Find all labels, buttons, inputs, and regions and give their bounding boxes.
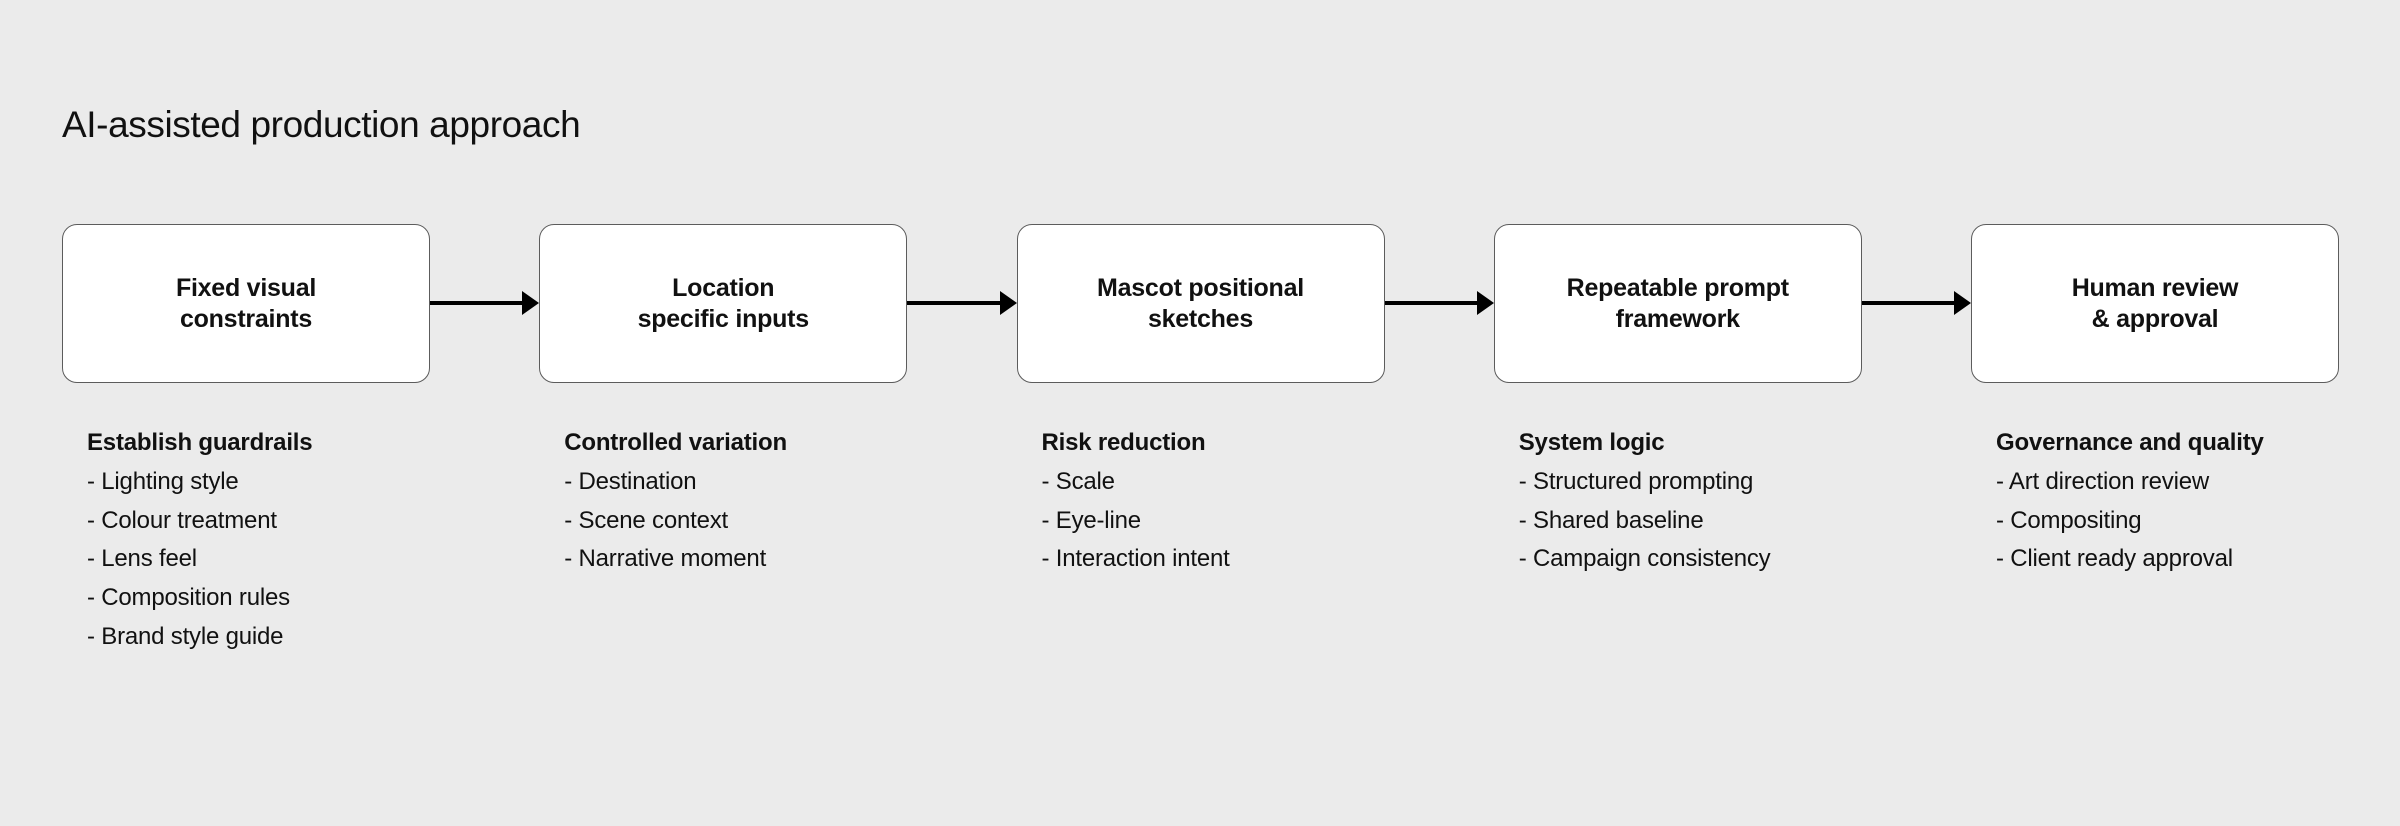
arrow-connector-1 [430,224,540,383]
details-list-5: - Art direction review - Compositing - C… [1996,468,2339,574]
details-list-3: - Scale - Eye-line - Interaction intent [1042,468,1385,574]
stage-box-label-4-line-1: Repeatable prompt [1566,273,1789,302]
details-heading-5: Governance and quality [1996,429,2264,456]
stage-details-3: Risk reduction - Scale - Eye-line - Inte… [1017,429,1385,574]
stage-box-label-5-line-2: & approval [2091,304,2219,333]
arrow-line-icon [1384,301,1480,305]
stage-box-2[interactable]: Location specific inputs [539,224,908,383]
flow-row: Fixed visual constraints Establish guard… [62,224,2339,662]
flow-stage-5: Human review & approval Governance and q… [1971,224,2339,584]
stage-box-label-2: Location specific inputs [637,273,810,335]
stage-details-5: Governance and quality - Art direction r… [1971,429,2339,574]
list-item: - Scene context [564,506,729,534]
details-list-4: - Structured prompting - Shared baseline… [1519,468,1862,574]
details-list-2: - Destination - Scene context - Narrativ… [564,468,907,574]
details-heading-1: Establish guardrails [87,429,313,456]
list-item: - Shared baseline [1518,506,1704,534]
stage-box-label-4-line-2: framework [1615,304,1740,333]
stage-box-label-3-line-1: Mascot positional [1097,273,1304,302]
arrow-connector-2 [907,224,1017,383]
arrow-line-icon [907,301,1003,305]
arrow-line-icon [1861,301,1957,305]
stage-box-label-5-line-1: Human review [2071,273,2239,302]
arrow-right-icon [1954,291,1971,315]
list-item: - Eye-line [1041,506,1142,534]
stage-box-label-3: Mascot positional sketches [1097,273,1304,335]
flow-stage-2: Location specific inputs Controlled vari… [539,224,908,584]
stage-box-1[interactable]: Fixed visual constraints [62,224,430,383]
arrow-right-icon [522,291,540,315]
stage-box-label-1-line-2: constraints [179,304,312,333]
list-item: - Compositing [1996,506,2142,534]
stage-box-label-1-line-1: Fixed visual [175,273,317,302]
details-heading-3: Risk reduction [1041,429,1206,456]
list-item: - Lens feel [87,545,197,573]
flow-stage-4: Repeatable prompt framework System logic… [1493,224,1862,584]
list-item: - Scale [1041,467,1115,495]
list-item: - Structured prompting [1518,467,1754,495]
stage-box-label-4: Repeatable prompt framework [1567,273,1789,335]
arrow-connector-4 [1861,224,1971,383]
stage-box-5[interactable]: Human review & approval [1971,224,2339,383]
stage-box-3[interactable]: Mascot positional sketches [1016,224,1385,383]
details-list-1: - Lighting style - Colour treatment - Le… [87,468,430,652]
flow-stage-3: Mascot positional sketches Risk reductio… [1016,224,1385,584]
list-item: - Interaction intent [1041,545,1230,573]
stage-details-4: System logic - Structured prompting - Sh… [1494,429,1862,574]
list-item: - Art direction review [1996,467,2210,495]
stage-details-2: Controlled variation - Destination - Sce… [539,429,907,574]
list-item: - Lighting style [87,467,239,495]
list-item: - Colour treatment [87,506,277,534]
arrow-connector-3 [1384,224,1494,383]
details-heading-4: System logic [1518,429,1665,456]
flow-stage-1: Fixed visual constraints Establish guard… [62,224,430,662]
stage-box-label-1: Fixed visual constraints [176,273,316,335]
arrow-right-icon [1476,291,1494,315]
list-item: - Composition rules [87,584,290,612]
stage-box-label-2-line-2: specific inputs [637,304,810,333]
arrow-right-icon [999,291,1017,315]
page-title: AI-assisted production approach [62,104,581,145]
stage-box-4[interactable]: Repeatable prompt framework [1493,224,1862,383]
stage-details-1: Establish guardrails - Lighting style - … [62,429,430,652]
list-item: - Campaign consistency [1518,545,1771,573]
list-item: - Client ready approval [1996,545,2233,573]
list-item: - Narrative moment [564,545,767,573]
stage-box-label-5: Human review & approval [2072,273,2239,335]
stage-box-label-3-line-2: sketches [1147,304,1253,333]
details-heading-2: Controlled variation [564,429,787,456]
arrow-line-icon [430,301,526,305]
list-item: - Brand style guide [87,622,284,650]
stage-box-label-2-line-1: Location [672,273,775,302]
list-item: - Destination [564,467,697,495]
